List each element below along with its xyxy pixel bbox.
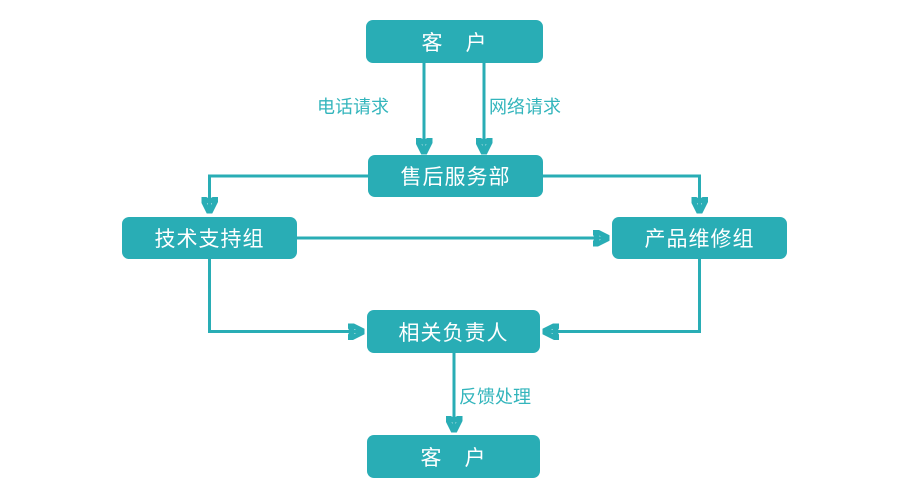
node-tech-support-group: 技术支持组 [122,217,297,259]
node-product-repair-group: 产品维修组 [612,217,787,259]
edge-label-network-request: 网络请求 [489,97,561,117]
node-product-repair-group-label: 产品维修组 [644,228,755,251]
edge-label-feedback-processing: 反馈处理 [459,387,531,407]
node-customer-bottom: 客 户 [367,435,540,478]
node-customer-top-label: 客 户 [421,31,488,55]
edge-label-phone-request: 电话请求 [317,97,389,117]
node-responsible-person-label: 相关负责人 [398,321,509,345]
node-customer-top: 客 户 [366,20,543,63]
node-customer-bottom-label: 客 户 [420,446,487,470]
node-tech-support-group-label: 技术支持组 [154,228,265,251]
connector-dept-to-product-repair [543,174,700,211]
connector-product-repair-to-responsible [545,259,701,332]
connector-tech-support-to-responsible [208,259,363,332]
connector-dept-to-tech-support [210,174,368,211]
node-after-sales-dept: 售后服务部 [368,155,543,197]
node-after-sales-dept-label: 售后服务部 [400,166,511,189]
node-responsible-person: 相关负责人 [367,310,540,353]
